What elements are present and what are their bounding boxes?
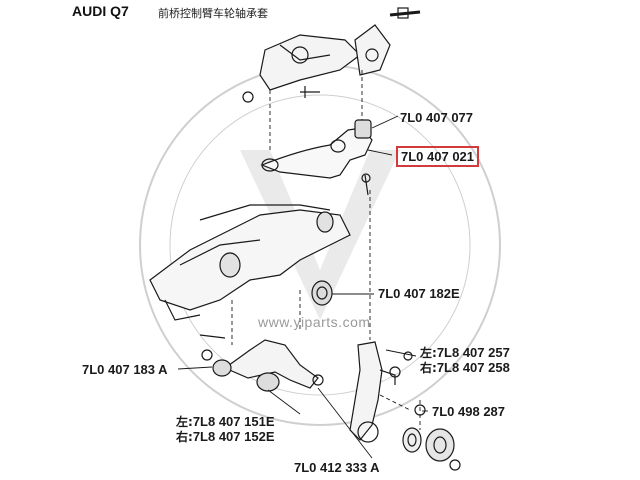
leader-lines	[177, 115, 428, 459]
watermark-site-text: www.yiparts.com	[258, 314, 371, 330]
wheel-bearing-hub	[402, 404, 461, 471]
guide-lines	[231, 70, 421, 430]
diagram-description: 前桥控制臂车轮轴承套	[158, 7, 268, 20]
side-left-label: 左:	[176, 415, 193, 429]
side-right-label: 右:	[420, 361, 437, 375]
part-label-7l0-407-077[interactable]: 7L0 407 077	[400, 110, 474, 125]
lower-control-arm	[199, 334, 324, 392]
part-number: 7L8 407 152E	[192, 429, 275, 444]
upper-mount-bracket	[242, 7, 421, 103]
part-number: 7L8 407 151E	[192, 414, 275, 429]
part-label-7l8-407-257[interactable]: 左:7L8 407 257	[420, 345, 510, 361]
part-label-7l0-498-287[interactable]: 7L0 498 287	[432, 404, 506, 419]
part-label-7l8-407-152e[interactable]: 右:7L8 407 152E	[176, 429, 275, 445]
bushing-182e	[311, 280, 333, 306]
part-label-7l0-407-182e[interactable]: 7L0 407 182E	[378, 286, 460, 301]
part-label-7l0-407-183a[interactable]: 7L0 407 183 A	[82, 362, 168, 377]
steering-knuckle	[349, 341, 413, 443]
subframe	[149, 204, 351, 321]
part-label-7l0-407-021-highlighted[interactable]: 7L0 407 021	[396, 146, 480, 167]
vehicle-model-title: AUDI Q7	[72, 3, 129, 19]
part-number: 7L8 407 258	[436, 360, 510, 375]
upper-control-arm	[260, 119, 373, 196]
part-label-7l0-412-333a[interactable]: 7L0 412 333 A	[294, 460, 380, 475]
side-right-label: 右:	[176, 430, 193, 444]
part-number: 7L8 407 257	[436, 345, 510, 360]
side-left-label: 左:	[420, 346, 437, 360]
part-label-7l8-407-151e[interactable]: 左:7L8 407 151E	[176, 414, 275, 430]
part-label-7l8-407-258[interactable]: 右:7L8 407 258	[420, 360, 510, 376]
